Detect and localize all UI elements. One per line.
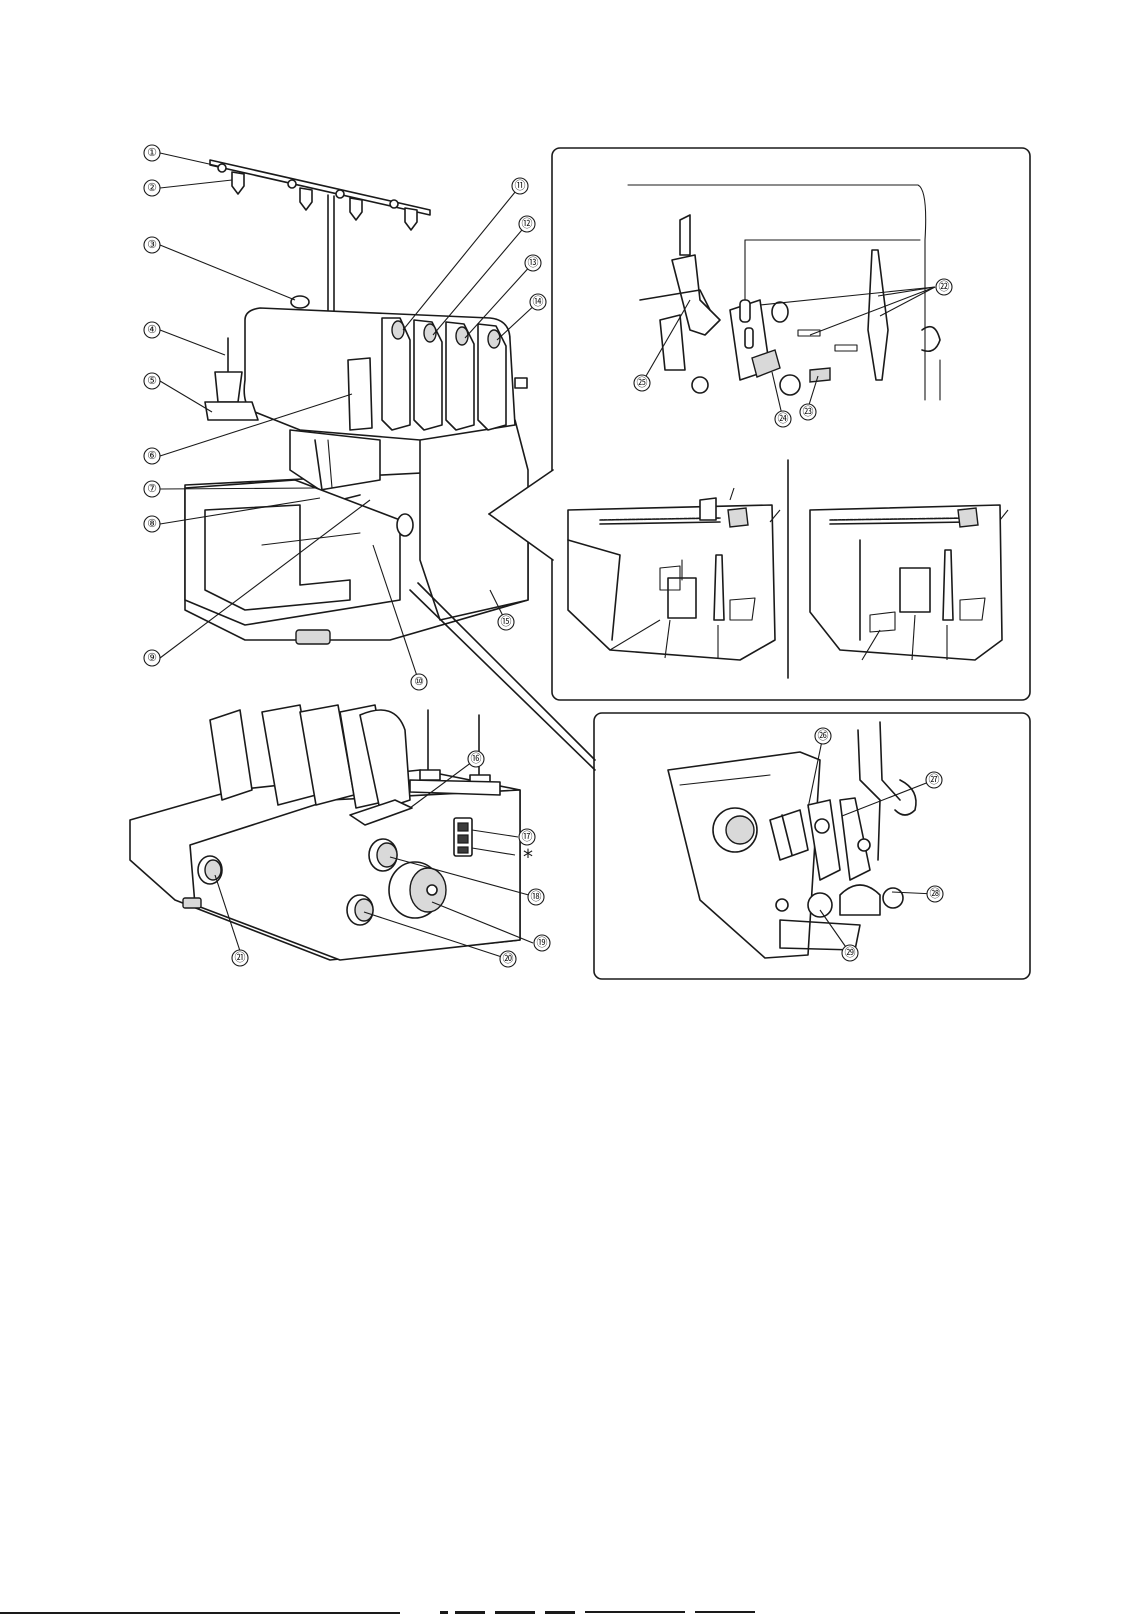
callout-15: ⑮ [501, 615, 512, 628]
callout-5: ⑤ [147, 375, 157, 387]
callout-25: ㉕ [637, 376, 648, 389]
callout-13: ⑬ [528, 256, 539, 269]
callout-20: ⑳ [503, 952, 514, 965]
callout-1: ① [147, 147, 157, 159]
callout-14: ⑭ [533, 295, 544, 308]
footer-marks [0, 1611, 755, 1614]
callout-10: ⑩ [414, 676, 424, 688]
detail-panel-looper-area [489, 148, 1030, 700]
callout-26: ㉖ [818, 729, 829, 742]
rear-machine-illustration [130, 705, 520, 960]
callout-12: ⑫ [522, 217, 533, 230]
callout-28: ㉘ [930, 887, 941, 900]
main-machine-illustration [185, 160, 528, 644]
callout-24: ㉔ [778, 412, 789, 425]
callout-22: ㉒ [939, 280, 950, 293]
callout-23: ㉓ [803, 405, 814, 418]
callout-27: ㉗ [929, 773, 940, 786]
callout-17: ⑰ [522, 830, 533, 843]
callout-29: ㉙ [845, 946, 856, 959]
callout-21: ㉑ [235, 951, 246, 964]
callout-16: ⑯ [471, 752, 482, 765]
callout-8: ⑧ [147, 518, 157, 530]
callout-7: ⑦ [147, 483, 157, 495]
callout-9: ⑨ [147, 652, 157, 664]
callout-11: ⑪ [515, 179, 526, 192]
callout-6: ⑥ [147, 450, 157, 462]
callout-2: ② [147, 182, 157, 194]
callout-3: ③ [147, 239, 157, 251]
callout-4: ④ [147, 324, 157, 336]
callout-19: ⑲ [537, 936, 548, 949]
asterisk-mark: * [523, 845, 533, 869]
callout-18: ⑱ [531, 890, 542, 903]
